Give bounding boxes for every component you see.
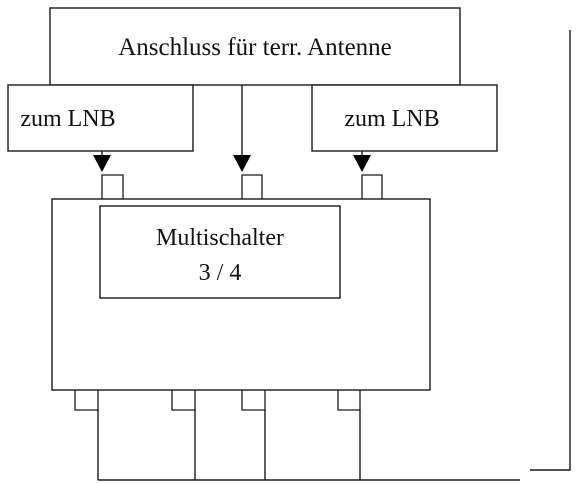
- output-port-1: [74, 390, 99, 411]
- output-port-4: [337, 390, 361, 411]
- input-port-left: [101, 174, 124, 199]
- terrestrial-antenna-label: Anschluss für terr. Antenne: [118, 34, 392, 61]
- arrow-down-icon-center: [233, 155, 251, 172]
- input-port-right: [361, 174, 383, 199]
- output-port-2: [171, 390, 196, 411]
- multiswitch-label-box: Multischalter 3 / 4: [99, 205, 341, 299]
- multiswitch-title: Multischalter: [156, 225, 284, 251]
- lnb-box-left: zum LNB: [7, 84, 194, 152]
- output-port-3: [241, 390, 266, 411]
- arrow-down-icon-left: [93, 155, 111, 172]
- lnb-right-label: zum LNB: [344, 106, 439, 132]
- lnb-left-label: zum LNB: [20, 106, 115, 132]
- terrestrial-antenna-box: Anschluss für terr. Antenne: [49, 7, 461, 86]
- arrow-down-icon-right: [353, 155, 371, 172]
- right-return-line: [530, 30, 571, 471]
- input-port-center: [241, 174, 263, 199]
- lnb-box-right: zum LNB: [311, 84, 498, 152]
- multiswitch-subtitle: 3 / 4: [199, 260, 242, 286]
